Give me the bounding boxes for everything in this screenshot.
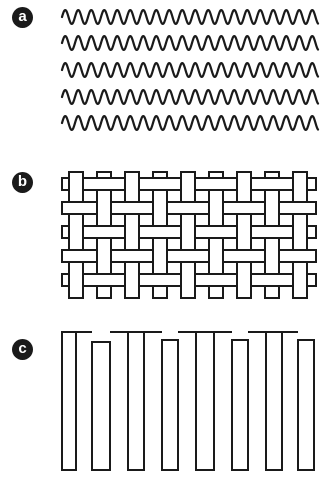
warp-strip [237, 172, 251, 298]
weft-over-crossing [180, 251, 196, 261]
weft-over-crossing [68, 251, 84, 261]
weft-over-crossing [96, 275, 112, 285]
weft-over-crossing [96, 179, 112, 189]
wavy-fiber [62, 116, 318, 130]
weft-over-crossing [236, 251, 252, 261]
weft-over-crossing [124, 251, 140, 261]
weft-over-crossing [208, 227, 224, 237]
weft-over-crossing [264, 275, 280, 285]
straight-fiber [162, 340, 178, 470]
weft-over-crossing [264, 227, 280, 237]
weft-over-crossing [292, 251, 308, 261]
warp-strip [181, 172, 195, 298]
wavy-fiber [62, 36, 318, 50]
weft-over-crossing [152, 227, 168, 237]
straight-fiber [266, 332, 282, 470]
weft-over-crossing [96, 227, 112, 237]
warp-strip [69, 172, 83, 298]
weft-over-crossing [236, 203, 252, 213]
straight-fiber [92, 342, 110, 470]
weft-over-crossing [152, 179, 168, 189]
straight-fiber [196, 332, 214, 470]
warp-strip [293, 172, 307, 298]
wavy-fiber [62, 10, 318, 24]
weft-over-crossing [68, 203, 84, 213]
straight-fiber [62, 332, 76, 470]
woven-fabric-panel [0, 160, 328, 320]
wavy-fiber [62, 90, 318, 104]
weft-over-crossing [292, 203, 308, 213]
weft-over-crossing [208, 275, 224, 285]
wavy-fiber-panel [0, 0, 328, 150]
wavy-fiber [62, 63, 318, 77]
straight-fiber [298, 340, 314, 470]
warp-strip [125, 172, 139, 298]
weft-over-crossing [124, 203, 140, 213]
weft-over-crossing [152, 275, 168, 285]
weft-over-crossing [264, 179, 280, 189]
straight-fiber [232, 340, 248, 470]
straight-fiber [128, 332, 144, 470]
weft-over-crossing [208, 179, 224, 189]
aligned-fiber-panel [0, 320, 328, 477]
weft-over-crossing [180, 203, 196, 213]
